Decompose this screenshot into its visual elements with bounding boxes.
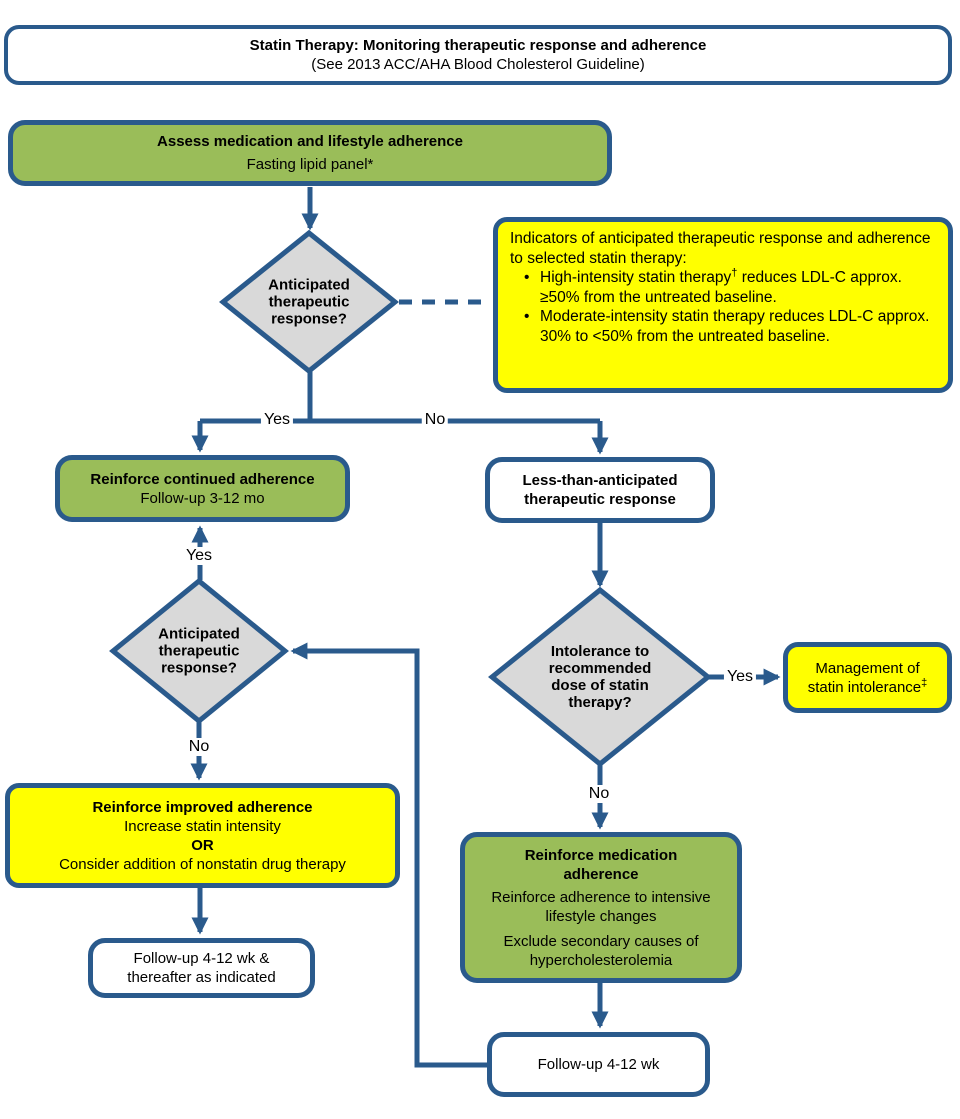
callout-intro: Indicators of anticipated therapeutic re… (510, 230, 931, 267)
dagger-footnote-mark: † (731, 266, 738, 279)
bullet-icon: • (524, 269, 530, 286)
node-subtitle: Follow-up 3-12 mo (140, 489, 265, 507)
page-title: Statin Therapy: Monitoring therapeutic r… (249, 37, 707, 54)
callout-indicators: Indicators of anticipated therapeutic re… (493, 217, 953, 393)
node-line-4: Consider addition of nonstatin drug ther… (59, 855, 346, 873)
callout-bullet-2: • Moderate-intensity statin therapy redu… (510, 307, 938, 346)
node-followup-4-12wk-thereafter: Follow-up 4-12 wk & thereafter as indica… (88, 938, 315, 998)
branch-label-yes-3: Yes (723, 668, 757, 686)
title-box: Statin Therapy: Monitoring therapeutic r… (4, 25, 952, 85)
node-text: Follow-up 4-12 wk (537, 1056, 660, 1073)
node-line-2: Reinforce adherence to intensive lifesty… (491, 888, 711, 925)
node-title: Reinforce improved adherence (92, 798, 313, 816)
node-management-statin-intolerance: Management of statin intolerance‡ (783, 642, 952, 713)
node-text: Follow-up 4-12 wk & thereafter as indica… (127, 950, 276, 986)
node-title: Reinforce medication adherence (524, 846, 678, 883)
node-title: Assess medication and lifestyle adherenc… (157, 133, 463, 150)
decision-anticipated-response-1-label: Anticipated therapeutic response? (268, 276, 350, 328)
node-line-3: OR (191, 836, 214, 854)
node-reinforce-medication-adherence: Reinforce medication adherence Reinforce… (460, 832, 742, 983)
node-line-3: Exclude secondary causes of hypercholest… (503, 932, 699, 969)
callout-bullet-1: • High-intensity statin therapy† reduces… (510, 266, 938, 307)
branch-label-no-2: No (185, 738, 213, 756)
node-followup-4-12wk: Follow-up 4-12 wk (487, 1032, 710, 1097)
page-subtitle: (See 2013 ACC/AHA Blood Cholesterol Guid… (311, 56, 645, 73)
branch-label-yes-1: Yes (260, 411, 294, 429)
connector-feedback-followup-to-decision2 (290, 642, 487, 1068)
decision-anticipated-response-2-label: Anticipated therapeutic response? (158, 625, 240, 677)
node-subtitle: Fasting lipid panel* (246, 156, 374, 173)
branch-label-no-1: No (421, 411, 449, 429)
bullet-icon: • (524, 308, 530, 325)
branch-label-no-3: No (585, 785, 613, 803)
node-less-than-anticipated-response: Less-than-anticipated therapeutic respon… (485, 457, 715, 523)
node-assess-adherence: Assess medication and lifestyle adherenc… (8, 120, 612, 186)
node-line-2: Increase statin intensity (124, 817, 281, 835)
node-text: Management of statin intolerance‡ (807, 659, 928, 696)
node-reinforce-continued-adherence: Reinforce continued adherence Follow-up … (55, 455, 350, 522)
node-title: Reinforce continued adherence (90, 470, 315, 488)
decision-intolerance-label: Intolerance to recommended dose of stati… (548, 643, 652, 711)
bullet-2-text: Moderate-intensity statin therapy reduce… (540, 308, 930, 345)
node-title: Less-than-anticipated therapeutic respon… (522, 472, 678, 508)
double-dagger-footnote-mark: ‡ (921, 676, 928, 689)
node-reinforce-improved-adherence: Reinforce improved adherence Increase st… (5, 783, 400, 888)
bullet-1-text: High-intensity statin therapy† reduces L… (540, 266, 902, 306)
branch-label-yes-2: Yes (182, 547, 216, 565)
